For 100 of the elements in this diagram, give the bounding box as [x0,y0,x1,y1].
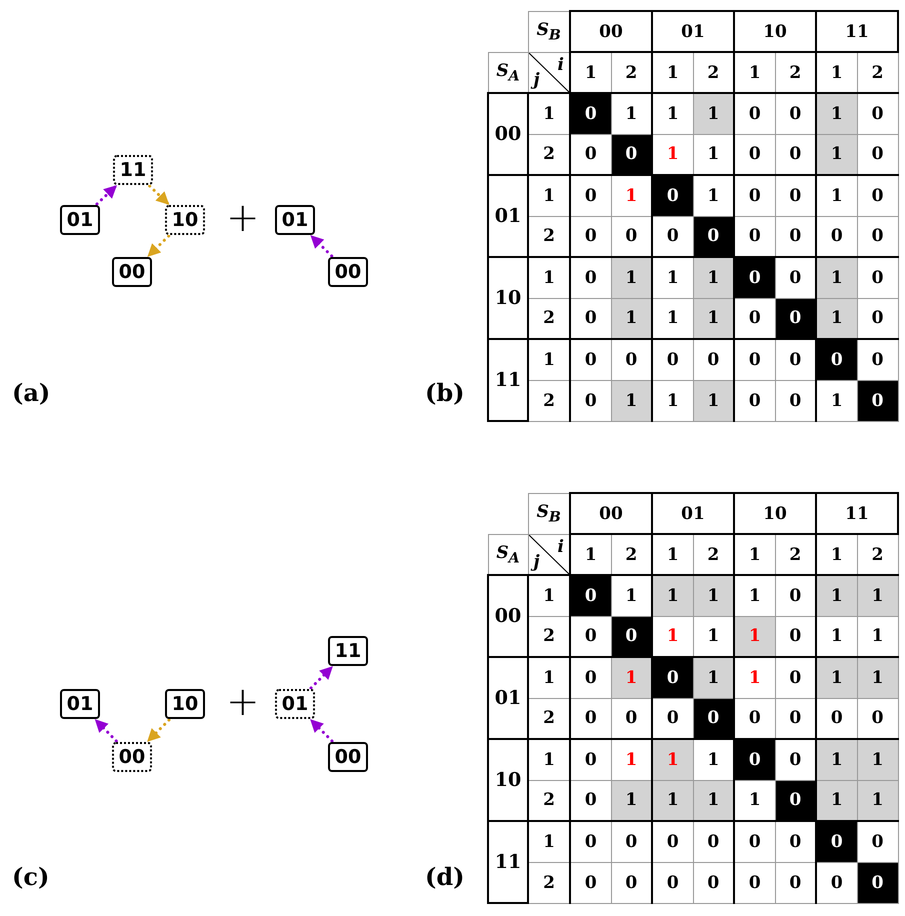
matrix-entry: 0 [775,339,816,380]
matrix-entry: 0 [775,134,816,175]
matrix-entry: 0 [570,175,611,216]
matrix-entry: 0 [611,616,652,657]
matrix-entry: 0 [570,134,611,175]
matrix-entry: 0 [775,821,816,862]
matrix-entry: 1 [816,298,857,339]
matrix-entry: 0 [775,575,816,616]
column-header: 10 [734,493,816,534]
matrix-entry: 0 [611,339,652,380]
matrix-entry: 1 [611,298,652,339]
matrix-entry: 0 [570,380,611,421]
dotted-state-box: 01 [275,689,315,719]
column-header: 01 [652,493,734,534]
state-box: 01 [60,689,100,719]
column-header: 11 [816,493,898,534]
matrix-entry: 0 [652,657,693,698]
matrix-entry: 0 [570,780,611,821]
arrow [310,234,334,258]
matrix-entry: 0 [693,216,734,257]
axis-label: S$_{A}$ [488,52,528,93]
matrix-entry: 1 [693,575,734,616]
state-box: 01 [60,205,100,235]
matrix-entry: 0 [775,93,816,134]
row-header: 11 [488,339,528,421]
column-header: 10 [734,11,816,52]
matrix-entry: 0 [611,216,652,257]
matrix-entry: 0 [734,298,775,339]
matrix-entry: 0 [611,821,652,862]
matrix-entry: 1 [693,780,734,821]
matrix-entry: 0 [857,380,898,421]
index-label: i [558,536,564,556]
panel-label: (a) [12,378,50,407]
matrix-entry: 0 [775,657,816,698]
matrix-entry: 1 [652,257,693,298]
matrix-entry: 1 [734,780,775,821]
matrix-entry: 0 [570,739,611,780]
matrix-entry: 1 [693,380,734,421]
matrix-entry: 1 [611,380,652,421]
matrix-entry: 0 [570,657,611,698]
matrix-entry: 0 [570,257,611,298]
arrow [146,234,170,258]
matrix-entry: 1 [652,616,693,657]
matrix-entry: 0 [775,257,816,298]
matrix-entry: 0 [816,821,857,862]
row-header: 00 [488,575,528,657]
matrix-entry: 1 [652,575,693,616]
matrix-entry: 0 [693,862,734,903]
matrix-entry: 0 [693,339,734,380]
matrix-entry: 0 [816,862,857,903]
matrix-entry: 1 [652,780,693,821]
matrix-entry: 0 [611,134,652,175]
column-header: 00 [570,11,652,52]
matrix-entry: 0 [816,698,857,739]
arrow [310,718,334,742]
arrow [310,666,334,690]
matrix-entry: 1 [816,380,857,421]
matrix-entry: 0 [857,298,898,339]
matrix-entry: 0 [775,298,816,339]
state-box: 00 [112,257,152,287]
axis-label: S$_{B}$ [528,11,570,52]
matrix-entry: 0 [775,616,816,657]
matrix-entry: 0 [570,298,611,339]
index-label: i [558,54,564,74]
column-header: 00 [570,493,652,534]
matrix-entry: 0 [775,175,816,216]
axis-label: S$_{B}$ [528,493,570,534]
matrix-entry: 0 [734,739,775,780]
row-header: 11 [488,821,528,903]
matrix-entry: 0 [775,780,816,821]
axis-label: S$_{A}$ [488,534,528,575]
matrix-entry: 1 [857,780,898,821]
matrix-entry: 1 [693,298,734,339]
matrix-entry: 0 [775,862,816,903]
arrow [94,718,118,742]
matrix-entry: 1 [734,657,775,698]
matrix-entry: 0 [734,821,775,862]
matrix-entry: 1 [652,134,693,175]
panel-label: (b) [425,378,464,407]
matrix-entry: 0 [570,698,611,739]
matrix-entry: 0 [734,698,775,739]
matrix-entry: 1 [652,298,693,339]
state-box: 01 [275,205,315,235]
matrix-entry: 0 [857,698,898,739]
row-header: 01 [488,175,528,257]
matrix-entry: 0 [734,862,775,903]
matrix-entry: 0 [611,862,652,903]
matrix-entry: 0 [734,93,775,134]
matrix-entry: 1 [816,134,857,175]
column-header: 11 [816,11,898,52]
matrix-entry: 1 [693,134,734,175]
matrix-entry: 0 [775,698,816,739]
matrix-entry: 0 [775,216,816,257]
row-header: 10 [488,739,528,821]
dotted-state-box: 10 [165,205,205,235]
matrix-entry: 1 [857,739,898,780]
matrix-entry: 1 [693,657,734,698]
state-box: 00 [328,257,368,287]
state-box: 00 [328,742,368,772]
matrix-entry: 0 [652,821,693,862]
